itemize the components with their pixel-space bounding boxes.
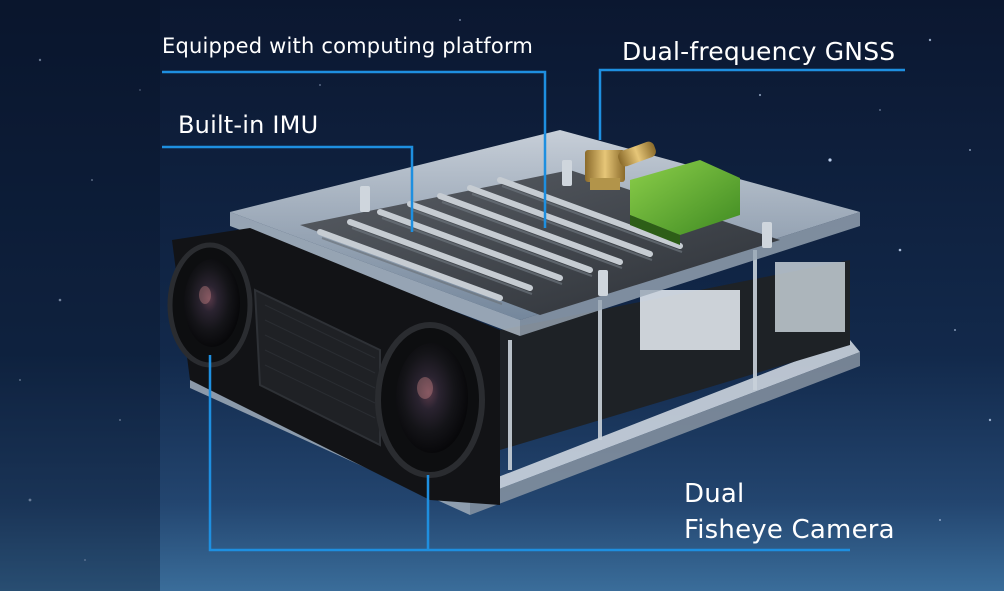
label-dual-frequency-gnss: Dual-frequency GNSS <box>622 37 896 66</box>
label-dual-fisheye-camera: Dual Fisheye Camera <box>684 476 895 548</box>
computing-leader-line <box>162 70 547 228</box>
label-computing-platform: Equipped with computing platform <box>162 34 534 58</box>
gnss-module <box>630 160 740 235</box>
left-panel-shade <box>0 0 160 591</box>
right-fisheye-lens <box>375 322 485 478</box>
heatsink-fins <box>317 177 683 301</box>
stars <box>19 19 992 561</box>
gnss-antenna-connector <box>585 141 656 190</box>
label-built-in-imu: Built-in IMU <box>178 111 319 139</box>
camera-leader-line <box>208 355 850 552</box>
label-camera-line-2: Fisheye Camera <box>684 515 895 545</box>
label-camera-line-1: Dual <box>684 479 745 509</box>
gnss-leader-line <box>598 68 905 140</box>
internal-chassis <box>500 260 850 450</box>
imu-leader-line <box>162 145 414 232</box>
leader-lines <box>162 68 905 552</box>
left-fisheye-lens <box>167 242 253 368</box>
standoffs <box>360 160 772 296</box>
